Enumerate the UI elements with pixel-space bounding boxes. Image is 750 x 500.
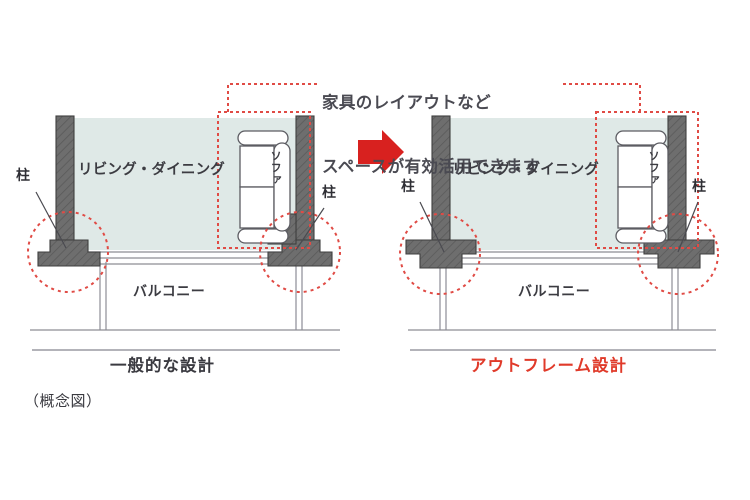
left-panel-sofa-icon [237,130,291,244]
right-pillar-label-2: 柱 [692,179,706,195]
panel-conventional [27,83,341,351]
left-balcony-label: バルコニー [133,284,206,300]
right-panel-sofa-icon [615,130,669,244]
right-balcony-label: バルコニー [518,284,591,300]
left-column-base-circle-1 [27,211,109,293]
callout-line-2: スペースが有効活用できます [322,156,540,176]
right-sofa-highlight-box [595,111,699,249]
right-pillar-leader-2 [677,201,699,253]
right-panel-caption: アウトフレーム設計 [470,356,628,375]
callout-line-1: 家具のレイアウトなど [322,93,491,113]
left-pillar-leader-2 [295,207,325,251]
left-room-label: リビング・ダイニング [78,162,225,178]
right-panel-column-left [405,115,477,269]
left-panel-column-left [37,115,101,267]
right-column-base-circle-2 [637,213,719,295]
right-pillar-label-1: 柱 [401,179,415,195]
callout-text-block: 家具のレイアウトなど スペースが有効活用できます [322,50,540,219]
right-sofa-label: ソファ [647,150,661,186]
left-pillar-label-2: 柱 [322,185,336,201]
panel-outframe [399,83,719,351]
right-room-label: リビング・ダイニング [452,162,599,178]
concept-diagram-note: （概念図） [24,392,102,410]
right-arrow-icon [358,130,404,174]
left-sofa-label: ソファ [269,150,283,186]
right-column-base-circle-1 [399,213,481,295]
right-pillar-leader-1 [419,201,445,253]
left-panel-caption: 一般的な設計 [110,356,215,375]
left-pillar-label-1: 柱 [16,168,30,184]
left-column-base-circle-2 [259,211,341,293]
left-pillar-leader-1 [35,191,67,249]
right-panel-column-right [643,115,715,269]
